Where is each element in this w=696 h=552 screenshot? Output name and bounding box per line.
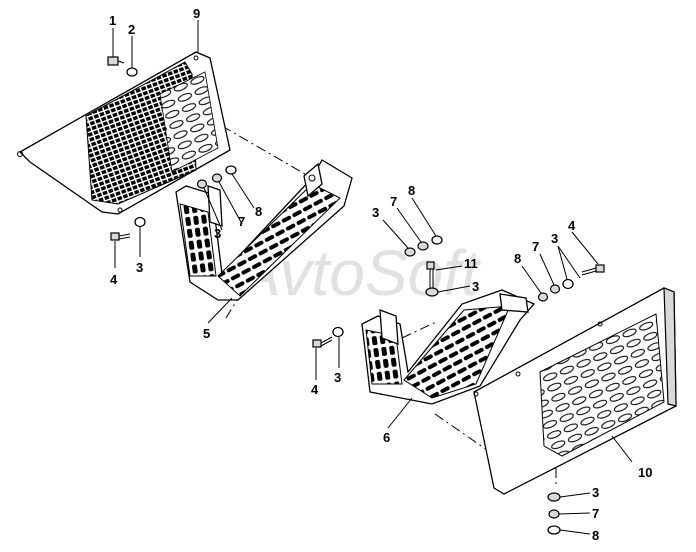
callout-8: 8: [255, 204, 262, 219]
callout-3: 3: [551, 231, 558, 246]
callout-3: 3: [472, 279, 479, 294]
washer-3c: [134, 216, 146, 228]
washer-7b: [417, 241, 429, 251]
callout-4: 4: [110, 272, 118, 287]
fasteners: [107, 56, 605, 535]
callout-7: 7: [390, 194, 397, 209]
channel-bracket-6: [361, 289, 536, 405]
callout-7: 7: [532, 239, 539, 254]
grille-panel-9: [17, 51, 231, 215]
callout-3: 3: [592, 485, 599, 500]
leader-lines: [112, 20, 633, 535]
callout-4: 4: [568, 218, 576, 233]
channel-bracket-5: [175, 159, 353, 301]
bolt-1: [107, 56, 125, 66]
washer-7c: [549, 284, 561, 294]
washer-2: [126, 67, 138, 77]
washer-7a: [211, 173, 223, 183]
nut-8a: [225, 165, 237, 175]
bolt-4b: [581, 264, 605, 276]
callout-5: 5: [203, 326, 210, 341]
washer-3a: [196, 179, 208, 189]
grille-panel-10: [473, 287, 677, 495]
bolt-4a: [110, 232, 131, 241]
callout-2: 2: [128, 22, 135, 37]
callout-3: 3: [372, 205, 379, 220]
callout-6: 6: [383, 430, 390, 445]
callout-3: 3: [214, 226, 221, 241]
nut-8c: [537, 292, 549, 302]
nut-8d: [547, 525, 561, 535]
callout-3: 3: [136, 260, 143, 275]
callout-4: 4: [311, 382, 319, 397]
callout-labels: 1 2 9 3 7 8 3 4 3 5 3 7 8 11 3 8 7 3 4 4…: [109, 6, 652, 543]
nut-8b: [431, 235, 443, 245]
bolt-11: [426, 261, 435, 288]
washer-3h: [547, 492, 561, 502]
washer-3f: [562, 278, 574, 290]
callout-7: 7: [238, 214, 245, 229]
washer-3d: [404, 247, 416, 257]
callout-7: 7: [592, 506, 599, 521]
callout-3: 3: [334, 370, 341, 385]
washer-3e: [425, 287, 439, 297]
callout-9: 9: [193, 6, 200, 21]
callout-8: 8: [408, 183, 415, 198]
callout-8: 8: [592, 528, 599, 543]
callout-1: 1: [109, 13, 116, 28]
washer-3g: [332, 326, 344, 338]
callout-8: 8: [514, 251, 521, 266]
bolt-4c: [312, 336, 333, 348]
washer-7d: [548, 509, 560, 519]
callout-10: 10: [638, 465, 652, 480]
callout-11: 11: [464, 256, 478, 271]
